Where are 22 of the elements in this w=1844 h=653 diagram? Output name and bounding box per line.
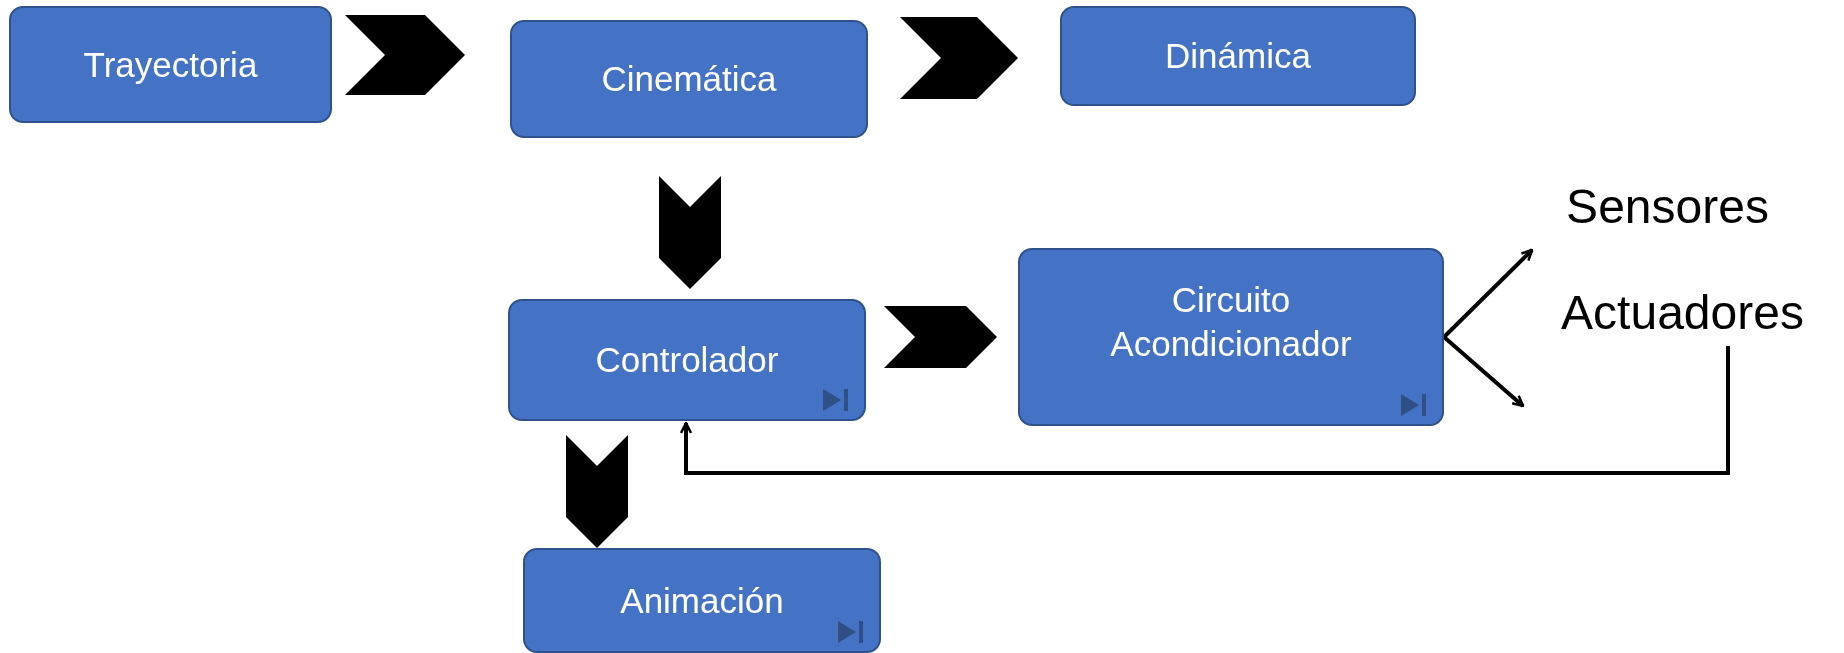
process-box: [1060, 6, 1416, 106]
chevron-arrow: [659, 176, 721, 289]
node-label: Animación: [620, 579, 784, 622]
node-label: Circuito Acondicionador: [1109, 279, 1353, 365]
arrow: [1442, 335, 1525, 408]
chevron-arrow: [884, 306, 997, 368]
arrow: [1442, 248, 1534, 339]
node-label: Controlador: [595, 339, 779, 382]
process-box: [1018, 248, 1444, 426]
process-box: [510, 20, 868, 138]
arrow: [679, 346, 1730, 475]
node-label: Actuadores: [1561, 284, 1804, 340]
process-box: [508, 299, 866, 421]
process-box: [9, 6, 332, 123]
node-label: Trayectoria: [83, 43, 258, 86]
process-box: [523, 548, 881, 653]
node-label: Cinemática: [601, 58, 777, 101]
chevron-arrow: [566, 435, 628, 548]
chevron-arrow: [900, 17, 1018, 99]
node-label: Dinámica: [1165, 35, 1311, 78]
node-label: Sensores: [1566, 178, 1769, 234]
chevron-arrow: [345, 15, 465, 95]
